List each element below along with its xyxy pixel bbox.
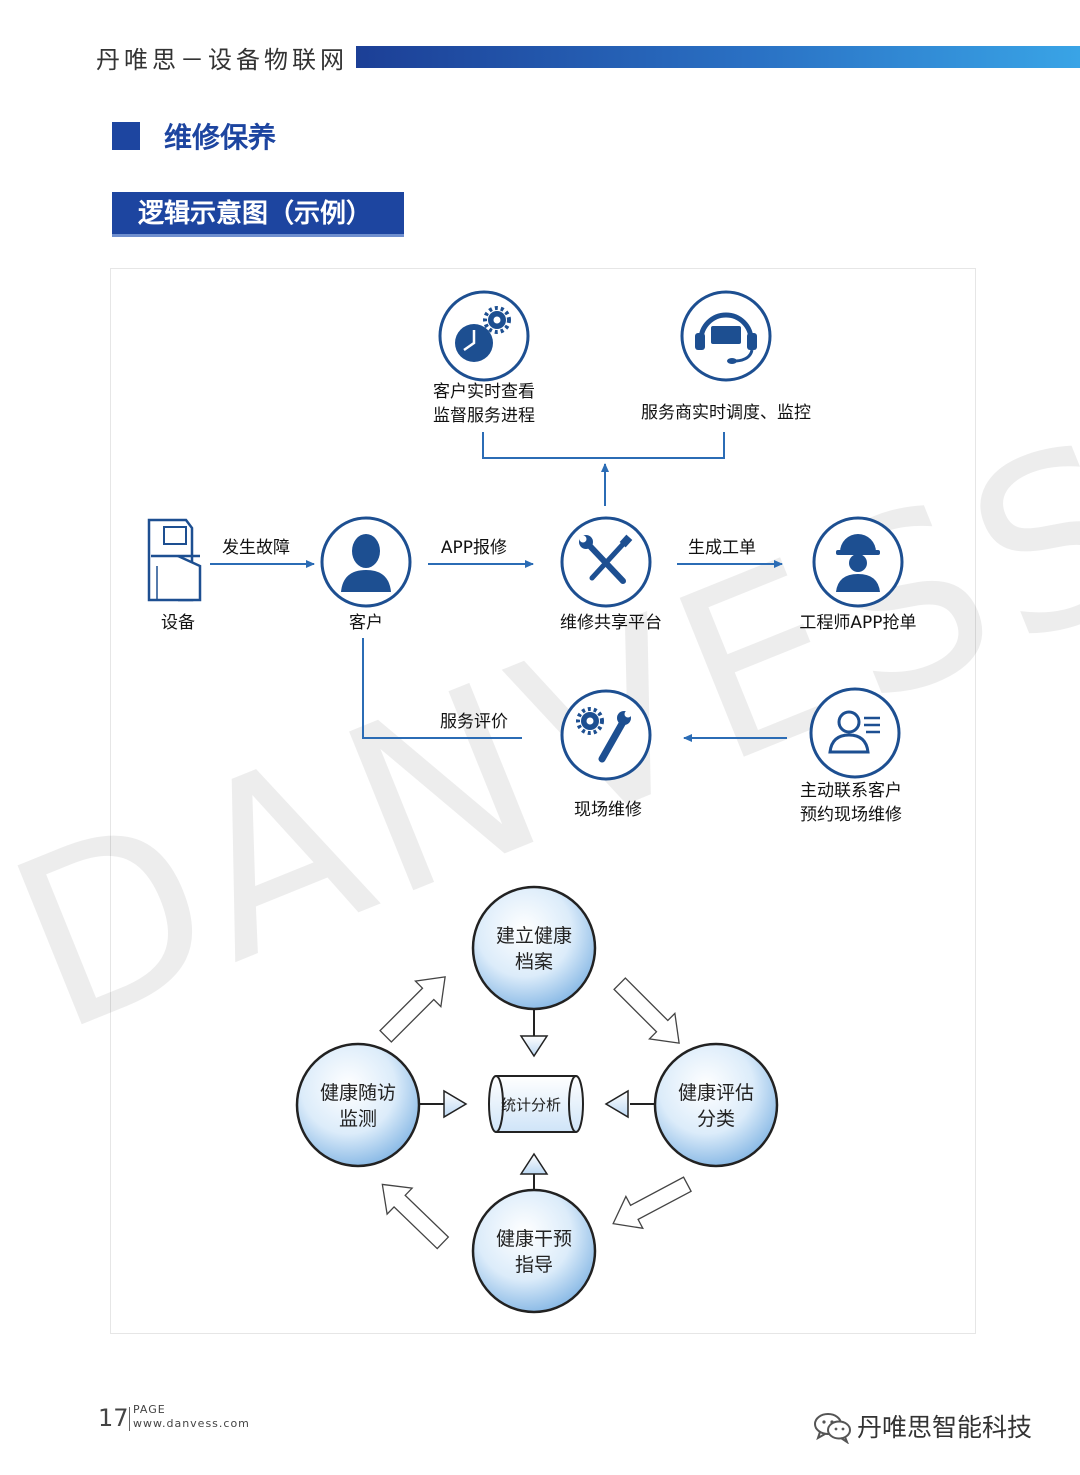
header-title: 丹唯思－设备物联网 xyxy=(96,46,348,74)
tools-icon xyxy=(560,516,652,608)
node-top-line2: 档案 xyxy=(515,951,553,973)
contact-label-line2: 预约现场维修 xyxy=(800,805,902,825)
bottom-triangle xyxy=(519,1152,549,1175)
center-cylinder xyxy=(488,1075,584,1133)
cycle-arrow-bottom-to-left xyxy=(381,1183,450,1250)
onsite-label: 现场维修 xyxy=(574,800,642,820)
monitor-label-line1: 客户实时查看 xyxy=(433,382,535,402)
clock-gear-icon xyxy=(438,290,530,382)
node-left-line1: 健康随访 xyxy=(320,1082,396,1104)
node-left-line2: 监测 xyxy=(339,1108,377,1130)
rating-connector xyxy=(362,638,522,739)
fault-edge-label: 发生故障 xyxy=(222,538,290,558)
contact-icon xyxy=(809,687,901,779)
cycle-arrow-top-to-right xyxy=(613,977,680,1044)
monitor-label-line2: 监督服务进程 xyxy=(433,406,535,426)
node-bottom-line1: 健康干预 xyxy=(496,1228,572,1250)
top-triangle xyxy=(519,1035,549,1058)
node-right-line1: 健康评估 xyxy=(678,1082,754,1104)
engineer-label: 工程师APP抢单 xyxy=(799,613,916,633)
section-marker xyxy=(112,122,140,150)
wechat-icon xyxy=(814,1413,851,1444)
right-triangle xyxy=(604,1089,629,1119)
node-top-circle xyxy=(471,885,597,1011)
diagram-panel xyxy=(110,268,976,1334)
page-word: PAGE xyxy=(133,1403,166,1416)
wrench-gear-icon xyxy=(560,689,652,781)
customer-label: 客户 xyxy=(349,613,383,633)
node-top-line1: 建立健康 xyxy=(496,925,572,947)
cycle-arrow-right-to-bottom xyxy=(612,1176,692,1230)
work-order-edge-label: 生成工单 xyxy=(688,538,756,558)
section-title: 维修保养 xyxy=(164,121,277,154)
left-triangle xyxy=(443,1089,468,1119)
node-bottom-circle xyxy=(471,1188,597,1314)
footer-url: www.danvess.com xyxy=(133,1417,250,1430)
node-left-circle xyxy=(295,1042,421,1168)
atm-icon xyxy=(147,518,202,602)
dispatch-label: 服务商实时调度、监控 xyxy=(641,403,811,423)
node-right-line2: 分类 xyxy=(697,1108,735,1130)
page-separator xyxy=(129,1407,130,1431)
rating-edge-label: 服务评价 xyxy=(440,712,508,732)
device-label: 设备 xyxy=(161,613,195,633)
center-label: 统计分析 xyxy=(501,1096,561,1114)
headset-icon xyxy=(680,290,772,382)
header-bar xyxy=(356,46,1080,68)
engineer-icon xyxy=(812,516,904,608)
platform-label: 维修共享平台 xyxy=(560,613,662,633)
app-report-edge-label: APP报修 xyxy=(441,538,507,558)
contact-label-line1: 主动联系客户 xyxy=(800,781,902,801)
footer-brand: 丹唯思智能科技 xyxy=(857,1413,1033,1442)
subtitle-banner: 逻辑示意图（示例） xyxy=(112,192,404,237)
user-icon xyxy=(320,516,412,608)
top-bracket-connector xyxy=(482,432,725,459)
page-number: 17 xyxy=(98,1404,129,1432)
node-bottom-line2: 指导 xyxy=(515,1254,553,1276)
node-right-circle xyxy=(653,1042,779,1168)
cycle-arrow-left-to-top xyxy=(379,976,446,1043)
